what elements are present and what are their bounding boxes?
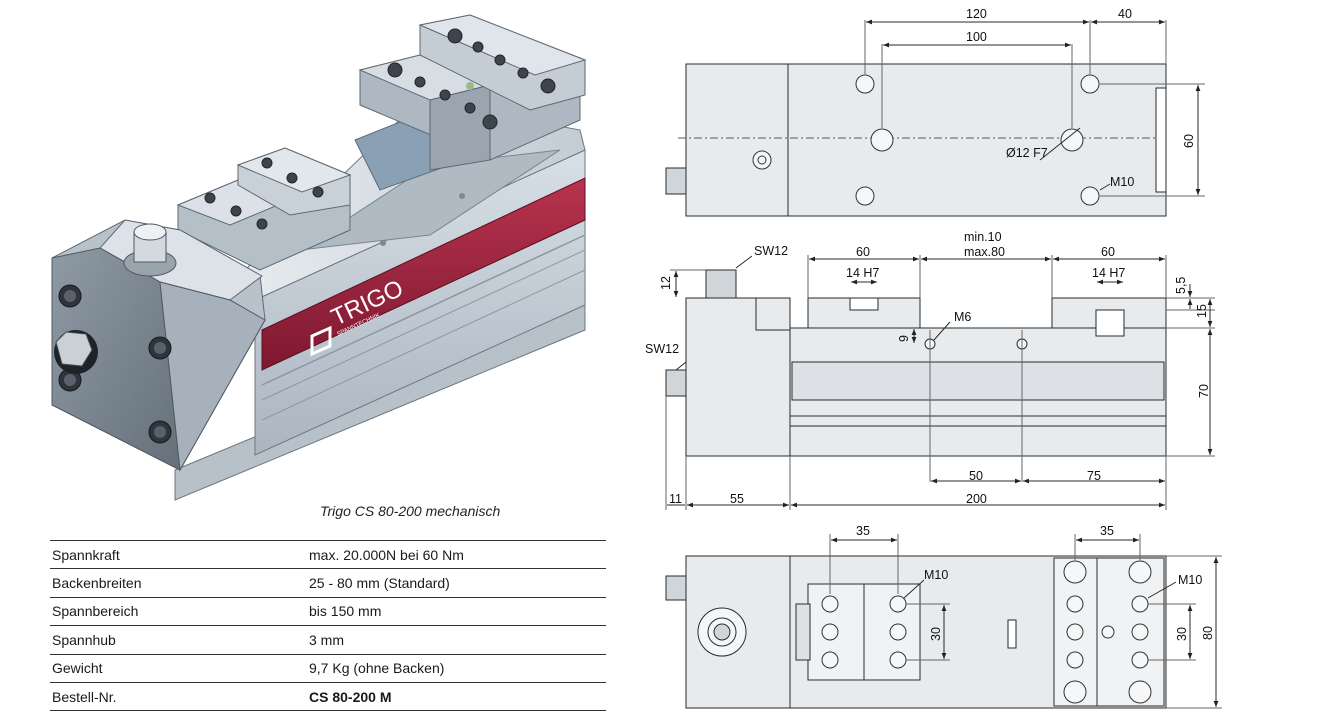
dim-bottom-80: 80: [1201, 626, 1215, 640]
dim-bottom-35-left: 35: [856, 524, 870, 538]
dim-top-100: 100: [966, 30, 987, 44]
thread-label-bottom-left: M10: [924, 568, 948, 582]
thread-label-bottom-right: M10: [1178, 573, 1202, 587]
dim-side-12: 12: [659, 276, 673, 290]
dim-bottom-30-right: 30: [1175, 627, 1189, 641]
dim-side-70: 70: [1197, 384, 1211, 398]
drawing-top-view: [665, 19, 1205, 217]
dim-side-75: 75: [1087, 469, 1101, 483]
spec-value: 9,7 Kg (ohne Backen): [307, 654, 606, 683]
drawing-bottom-view: [665, 534, 1222, 709]
dim-side-55: 55: [730, 492, 744, 506]
dim-side-50: 50: [969, 469, 983, 483]
dim-jaw-right: 60: [1101, 245, 1115, 259]
spec-value: 3 mm: [307, 625, 606, 655]
spec-value: bis 150 mm: [307, 597, 606, 627]
dim-bottom-35-right: 35: [1100, 524, 1114, 538]
spec-label: Bestell-Nr.: [50, 682, 307, 712]
spec-label: Spannbereich: [50, 597, 307, 627]
dim-bottom-30-left: 30: [929, 627, 943, 641]
dim-side-5-5: 5,5: [1174, 277, 1188, 294]
dim-side-200: 200: [966, 492, 987, 506]
product-caption: Trigo CS 80-200 mechanisch: [320, 503, 500, 519]
spec-label: Spannkraft: [50, 539, 307, 570]
spec-label: Spannhub: [50, 625, 307, 655]
spec-row: Bestell-Nr.CS 80-200 M: [50, 682, 606, 712]
label-sw12-left: SW12: [645, 342, 679, 356]
dim-side-15: 15: [1195, 304, 1209, 318]
spec-label: Gewicht: [50, 654, 307, 683]
spec-value: 25 - 80 mm (Standard): [307, 568, 606, 598]
label-sw12-top: SW12: [754, 244, 788, 258]
dim-range-max: max.80: [964, 245, 1005, 259]
dim-top-120: 120: [966, 7, 987, 21]
thread-label-top: M10: [1110, 175, 1134, 189]
dim-jaw-left: 60: [856, 245, 870, 259]
dim-side-11: 11: [669, 492, 682, 506]
vise-3d-render: TRIGO SPANNTECHNIK: [51, 14, 587, 501]
spec-value: CS 80-200 M: [307, 682, 606, 712]
hole-fit-label: Ø12 F7: [1006, 146, 1048, 160]
dim-top-40: 40: [1118, 7, 1132, 21]
dim-range-min: min.10: [964, 230, 1002, 244]
slot-fit-left: 14 H7: [846, 266, 879, 280]
dim-side-9: 9: [897, 335, 911, 342]
drawing-side-view: [665, 255, 1215, 510]
spec-value: max. 20.000N bei 60 Nm: [307, 539, 606, 570]
dim-top-60: 60: [1182, 134, 1196, 148]
slot-fit-right: 14 H7: [1092, 266, 1125, 280]
spec-label: Backenbreiten: [50, 568, 307, 598]
thread-label-m6: M6: [954, 310, 971, 324]
red-band: [261, 177, 586, 371]
